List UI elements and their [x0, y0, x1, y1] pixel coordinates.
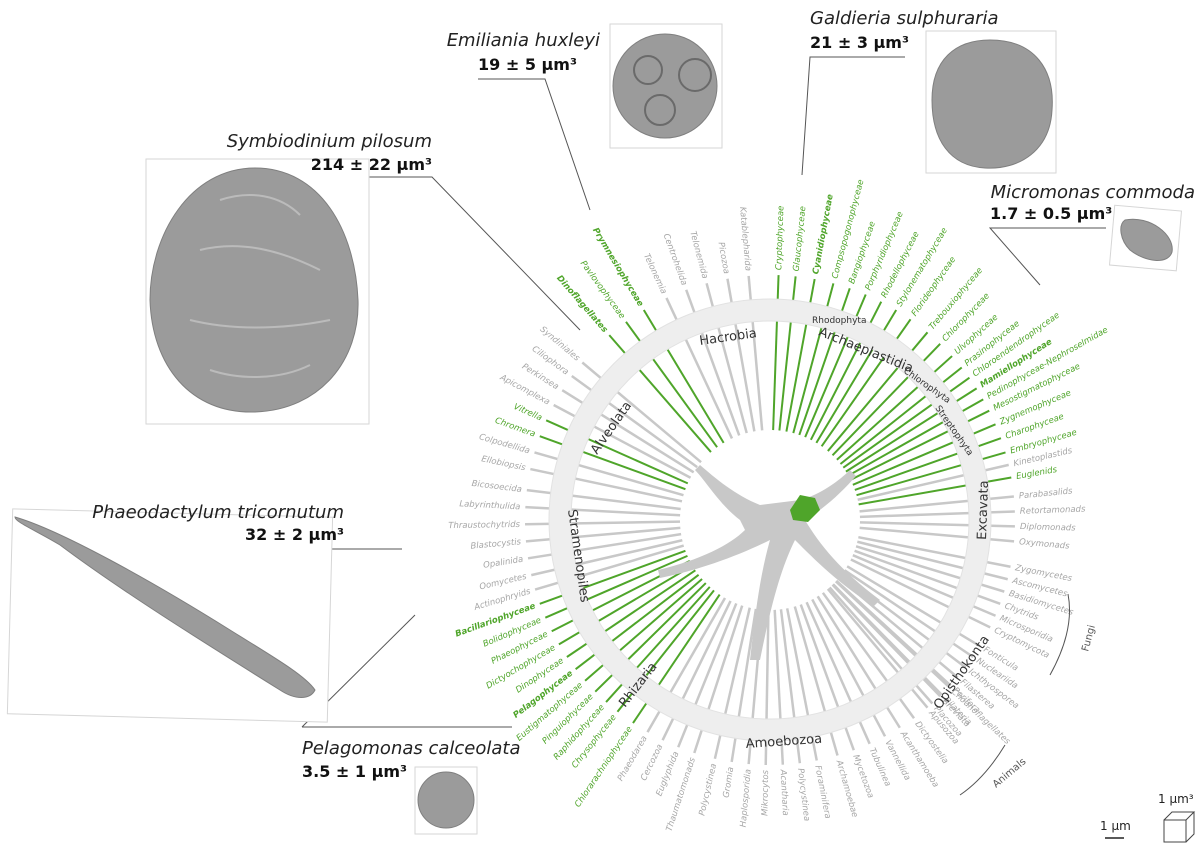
taxon-label: Picozoa [716, 241, 731, 274]
animals-bracket [959, 744, 1006, 796]
supergroup-ring-inner [570, 320, 970, 720]
taxon-label: Telonemida [687, 230, 709, 280]
taxon-label: Polycystinea [697, 763, 719, 817]
supergroup-ring-outer [548, 298, 992, 742]
micromonas-leader [988, 227, 1106, 286]
species-volume: 214 ± 22 µm³ [311, 155, 432, 174]
taxon-label: Oxymonads [1019, 537, 1071, 551]
species-name: Emiliania huxleyi [447, 30, 600, 51]
species-name: Pelagomonas calceolata [302, 738, 521, 759]
tree-trunk-green [790, 495, 820, 522]
emiliania-leader [478, 78, 591, 211]
taxon-branch [772, 275, 780, 431]
taxon-label: Vitrella [512, 402, 544, 423]
volume-scale-label: 1 µm³ [1158, 792, 1194, 806]
species-name: Galdieria sulphuraria [810, 8, 999, 29]
taxon-label: Centrohelida [661, 232, 689, 287]
taxon-label: Polycystinea [795, 768, 811, 822]
supergroup-ring [549, 299, 991, 741]
taxon-label: Telonemia [641, 252, 668, 296]
phaeodactylum-image [6, 508, 334, 723]
taxon-label: Labyrinthulida [459, 499, 521, 512]
species-volume: 21 ± 3 µm³ [810, 33, 909, 52]
species-volume: 32 ± 2 µm³ [245, 525, 344, 544]
taxon-label: Retortamonads [1020, 504, 1086, 516]
taxon-label: Thraustochytrids [448, 520, 520, 531]
supergroup-label: Excavata [975, 480, 992, 540]
taxon-label: Katablepharida [737, 206, 753, 271]
taxon-label: Foraminifera [812, 765, 832, 820]
taxon-label: Cyanidiophyceae [811, 193, 836, 275]
taxon-label: Opalinida [482, 555, 523, 571]
galdieria-image [925, 30, 1057, 174]
symbiodinium-image [145, 158, 370, 425]
taxon-branch [525, 505, 681, 517]
length-scale-bar: 1 µm [1100, 819, 1131, 839]
galdieria-leader [801, 56, 905, 176]
species-volume: 1.7 ± 0.5 µm³ [990, 204, 1112, 223]
taxon-label: Diplomonads [1020, 522, 1077, 533]
taxon-label: Mikrocytos [760, 769, 771, 816]
taxon-label: Chromera [494, 416, 537, 440]
taxon-label: Prymnesiophyceae [590, 226, 645, 309]
taxon-label: Cryptophyceae [774, 205, 786, 270]
species-volume: 19 ± 5 µm³ [478, 55, 577, 74]
taxon-label: Parabasalids [1018, 486, 1073, 501]
taxon-label: Acantharia [778, 768, 790, 816]
pelagomonas-image [414, 766, 478, 835]
species-volume: 3.5 ± 1 µm³ [302, 762, 407, 781]
taxon-label: Gromia [722, 766, 737, 798]
micromonas-image [1108, 204, 1183, 272]
taxon-branch [832, 583, 943, 696]
taxon-label: Ellobiopsis [480, 454, 527, 473]
taxon-label: Bicosoecida [471, 479, 522, 495]
volume-scale-cube: 1 µm³ [1158, 792, 1196, 843]
fungi-bracket [1049, 593, 1071, 676]
taxon-label: Blastocystis [470, 537, 522, 551]
tree-trunk [658, 465, 880, 660]
length-scale-label: 1 µm [1100, 819, 1131, 833]
taxon-branch [859, 510, 1015, 519]
taxon-branch [859, 521, 1015, 528]
fungi-label: Fungi [1080, 624, 1098, 653]
taxon-label: Haplosporidia [739, 769, 754, 828]
emiliania-image [609, 23, 723, 149]
species-name: Phaeodactylum tricornutum [92, 502, 344, 523]
subgroup-label: Rhodophyta [812, 316, 866, 326]
species-name: Micromonas commoda [991, 182, 1195, 203]
supergroup-label: Amoebozoa [745, 732, 822, 752]
species-name: Symbiodinium pilosum [227, 131, 432, 152]
animals-label: Animals [991, 756, 1029, 790]
taxon-label: Glaucophyceae [792, 206, 809, 272]
taxon-branch [525, 520, 681, 526]
